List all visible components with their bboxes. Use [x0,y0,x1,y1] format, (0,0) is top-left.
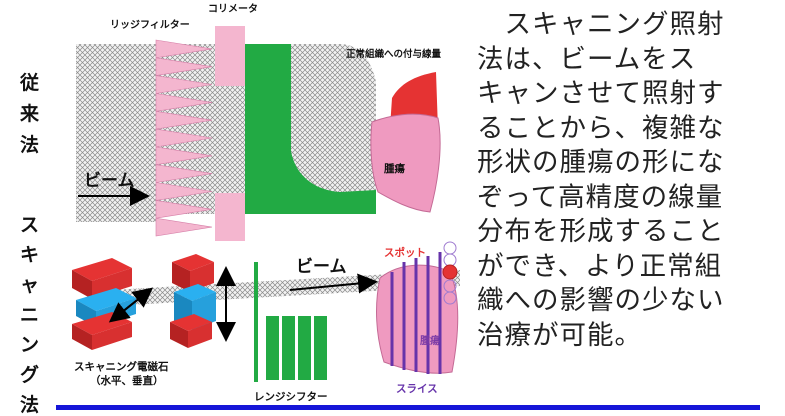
description-line: キャンさせて照射す [477,78,725,109]
tumor-label-top: 腫瘍 [384,162,405,175]
conventional-beam-group: リッジフィルター コリメータ 正常組織への付与線量 腫瘍 ビーム [76,3,442,241]
green-dose-block [245,44,291,214]
description-line: 治療が可能。 [477,319,642,351]
scanning-char: ン [20,334,40,356]
collimator-label: コリメータ [208,3,258,15]
scanning-char: ス [20,214,40,236]
beam-label-top: ビーム [84,171,135,191]
slice-lines [390,252,442,374]
description-line: ぞって高精度の線量 [477,181,724,213]
scan-magnet-label: スキャニング電磁石 [74,360,169,373]
description-line: 分布を形成すること [477,216,725,247]
tumor-shape-top [370,113,441,213]
conventional-char: 従 [20,72,40,94]
ridge-filter [155,39,213,237]
conventional-char: 法 [20,134,40,156]
conventional-method-label: 従 来 法 [20,74,39,155]
scanning-method-label: ス キ ャ ニ ン グ 法 [20,216,39,415]
normal-tissue-dose-label: 正常組織への付与線量 [346,48,442,60]
scanning-char: グ [20,364,40,386]
magnet-arrow-b [108,289,151,323]
scanning-char: 法 [20,394,40,416]
range-shifter [254,262,327,382]
collimator-lower [215,193,245,241]
scanning-char: ニ [20,304,40,326]
conventional-char: 来 [20,103,40,125]
scan-magnet-horizontal [72,258,136,350]
description-line: 織への影響の少ない [477,285,725,316]
description-line: 形状の腫瘍の形にな [477,147,725,178]
description-line: 法は、ビームをス [477,43,697,75]
tumor-label-bottom: 腫瘍 [420,334,440,347]
beam-arrow-bottom [289,273,378,294]
collimator-upper [215,26,245,86]
scan-magnet-sublabel: （水平、垂直） [90,374,164,387]
scanning-char: キ [20,244,40,266]
slice-label: スライス [396,383,438,395]
ridge-filter-label: リッジフィルター [110,19,190,31]
description-line: ができ、より正常組 [477,250,723,282]
scanning-char: ャ [20,274,40,296]
bottom-rule [56,405,760,410]
scanning-beam-group: スキャニング電磁石 （水平、垂直） レンジシフター ビーム スポット 腫瘍 スラ… [72,241,460,403]
description-paragraph: スキャニング照射 法は、ビームをス キャンさせて照射す ることから、複雑な 形状… [477,8,777,353]
description-line: スキャニング照射 [477,9,725,40]
beam-label-bottom: ビーム [296,257,347,277]
spot-label: スポット [384,246,426,259]
scan-magnet-vertical [170,254,216,348]
description-line: ることから、複雑な [477,112,725,144]
spot-circles [442,241,458,305]
range-shifter-label: レンジシフター [254,391,328,403]
